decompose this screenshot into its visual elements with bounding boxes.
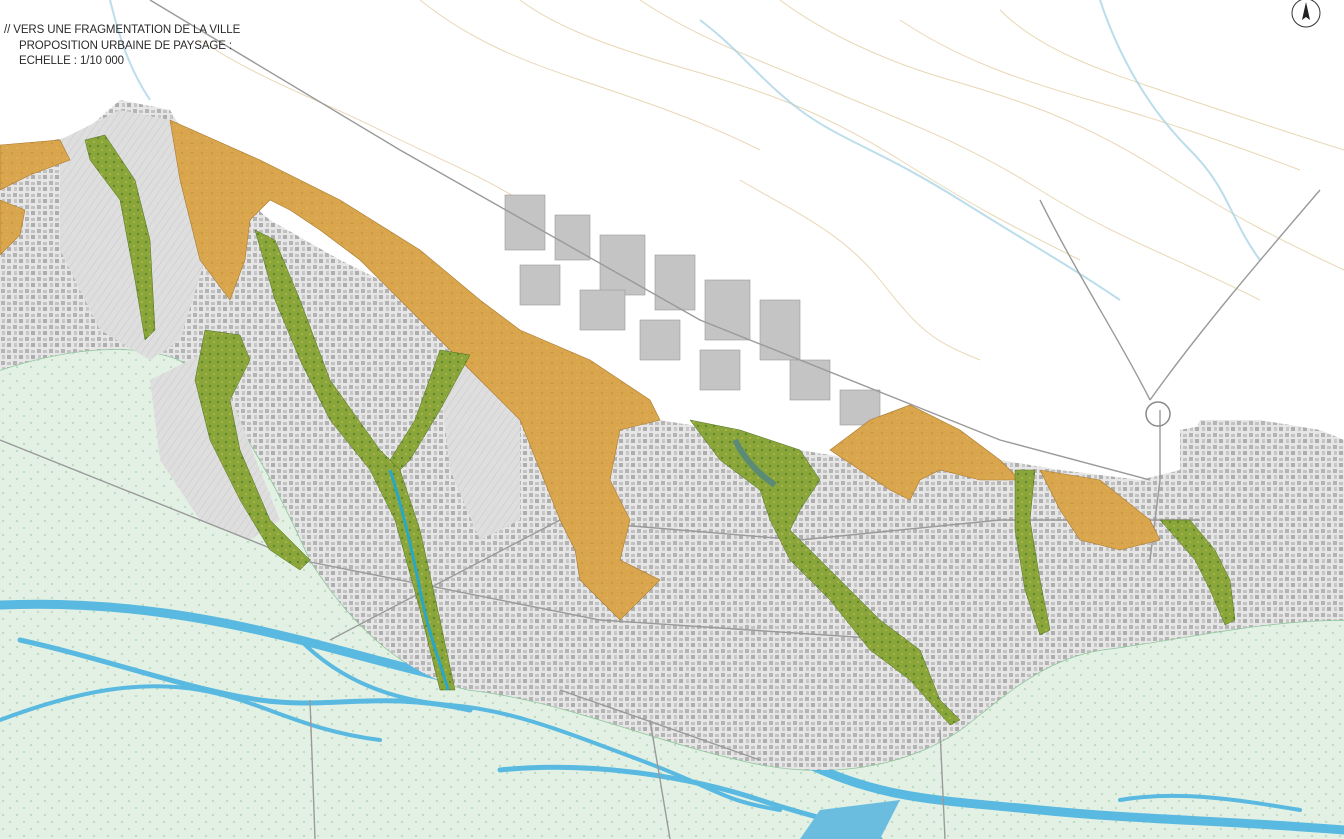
roundabout — [1145, 401, 1171, 427]
floodplain — [0, 349, 1344, 839]
green-corridor-6 — [1014, 469, 1051, 636]
landscape-zone-west-edge — [0, 199, 26, 256]
map-subtitle: PROPOSITION URBAINE DE PAYSAGE : — [19, 39, 233, 52]
green-corridor-4 — [389, 349, 471, 471]
green-corridor-3 — [254, 229, 456, 691]
industrial-zone-east — [1180, 420, 1320, 530]
map-title: // VERS UNE FRAGMENTATION DE LA VILLE — [4, 24, 241, 36]
map-scale: ECHELLE : 1/10 000 — [19, 55, 124, 67]
landscape-zone-east-2 — [1039, 469, 1161, 551]
green-corridors — [84, 134, 1236, 726]
green-corridor-7 — [1159, 519, 1236, 626]
hydrography-upper — [109, 0, 1261, 301]
green-corridor-5 — [689, 419, 961, 726]
map-title-block: // VERS UNE FRAGMENTATION DE LA VILLE PR… — [4, 23, 240, 70]
landscape-zone-central — [169, 119, 661, 621]
industrial-estate-north — [504, 194, 881, 426]
landscape-zone-northwest — [0, 139, 71, 191]
green-corridor-2 — [194, 329, 311, 571]
landscape-zones — [0, 119, 1161, 621]
urban-area — [0, 100, 1344, 770]
water-channels — [388, 438, 777, 691]
landscape-zone-east-1 — [829, 404, 1021, 501]
green-corridor-1 — [84, 134, 156, 341]
north-arrow-icon — [1291, 0, 1321, 28]
